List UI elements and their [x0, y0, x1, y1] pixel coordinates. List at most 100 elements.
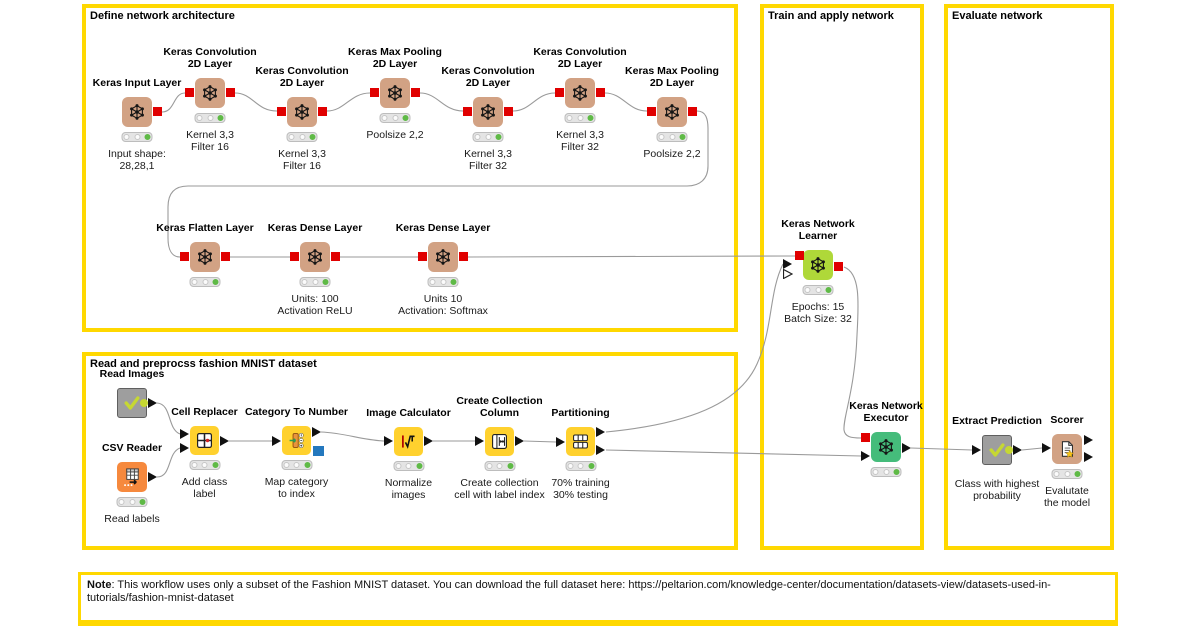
annotation-note[interactable]: Note: This workflow uses only a subset o…	[78, 572, 1118, 626]
node-keras-flatten[interactable]: Keras Flatten Layer	[156, 222, 254, 287]
node-title: Keras Network Executor	[849, 400, 923, 424]
input-port	[463, 107, 472, 116]
keras-network-icon	[473, 97, 503, 127]
node-title: Keras Dense Layer	[267, 221, 363, 234]
node-subtitle: Kernel 3,3 Filter 16	[278, 148, 326, 172]
node-title: Keras Input Layer	[92, 76, 182, 89]
training-data-input-port	[783, 259, 792, 269]
input-port	[1042, 443, 1051, 453]
note-label: Note	[87, 579, 112, 591]
node-subtitle: Class with highest probability	[954, 478, 1040, 502]
node-partitioning[interactable]: Partitioning 70% training 30% testing	[551, 407, 609, 501]
node-keras-convolution-3[interactable]: Keras Convolution 2D Layer Kernel 3,3 Fi…	[441, 65, 534, 172]
annotation-evaluate[interactable]: Evaluate network	[944, 4, 1114, 550]
input-port	[972, 445, 981, 455]
traffic-light	[189, 460, 220, 470]
input-port	[555, 88, 564, 97]
csv-table-icon	[117, 462, 147, 492]
node-create-collection-column[interactable]: Create Collection Column Create collecti…	[454, 395, 544, 501]
node-category-to-number[interactable]: Category To Number Map category to index	[245, 406, 348, 500]
input-port	[475, 436, 484, 446]
node-keras-network-learner[interactable]: Keras Network Learner Epochs: 15 Batch S…	[781, 218, 855, 325]
node-read-images[interactable]: Read Images	[100, 368, 164, 418]
node-keras-convolution-4[interactable]: Keras Convolution 2D Layer Kernel 3,3 Fi…	[533, 46, 626, 153]
node-title: Keras Convolution 2D Layer	[255, 65, 349, 89]
node-keras-max-pooling-1[interactable]: Keras Max Pooling 2D Layer Poolsize 2,2	[348, 46, 442, 141]
input-port	[180, 252, 189, 261]
traffic-light	[565, 461, 596, 471]
output-port	[148, 398, 157, 408]
output-port	[1013, 445, 1022, 455]
node-keras-dense-2[interactable]: Keras Dense Layer Units 10 Activation: S…	[396, 222, 491, 317]
keras-network-icon	[428, 242, 458, 272]
node-extract-prediction[interactable]: Extract Prediction Class with highest pr…	[952, 415, 1042, 502]
node-csv-reader[interactable]: CSV Reader Read labels	[102, 442, 162, 525]
image-calculator-icon	[394, 427, 423, 456]
node-title: CSV Reader	[101, 441, 163, 454]
node-title: Category To Number	[244, 405, 349, 418]
node-title: Keras Convolution 2D Layer	[533, 46, 627, 70]
input-port	[185, 88, 194, 97]
traffic-light	[484, 461, 515, 471]
output-port	[318, 107, 327, 116]
traffic-light	[121, 132, 153, 142]
node-subtitle: Input shape: 28,28,1	[108, 148, 166, 172]
node-title: Create Collection Column	[456, 395, 543, 419]
node-keras-max-pooling-2[interactable]: Keras Max Pooling 2D Layer Poolsize 2,2	[625, 65, 719, 160]
output-port	[688, 107, 697, 116]
keras-network-icon	[565, 78, 595, 108]
node-subtitle: Units 10 Activation: Softmax	[398, 293, 488, 317]
output-port	[459, 252, 468, 261]
node-title: Keras Dense Layer	[395, 221, 491, 234]
traffic-light	[1051, 469, 1083, 479]
annotation-title: Train and apply network	[768, 10, 894, 22]
keras-network-icon	[195, 78, 225, 108]
output-port	[148, 472, 157, 482]
traffic-light	[286, 132, 318, 142]
network-input-port	[861, 433, 870, 442]
create-collection-icon	[485, 427, 514, 456]
keras-network-icon	[657, 97, 687, 127]
output-port	[220, 436, 229, 446]
node-image-calculator[interactable]: Image Calculator Normalize images	[366, 407, 451, 501]
output-port	[331, 252, 340, 261]
input-port	[418, 252, 427, 261]
traffic-light	[472, 132, 504, 142]
input-port	[384, 436, 393, 446]
output-port	[504, 107, 513, 116]
node-subtitle: Map category to index	[264, 476, 329, 500]
input-port	[272, 436, 281, 446]
input-port-top	[180, 429, 189, 439]
keras-network-icon	[122, 97, 152, 127]
node-subtitle: Create collection cell with label index	[454, 477, 545, 501]
node-title: Keras Max Pooling 2D Layer	[348, 46, 442, 70]
node-subtitle: Evalutate the model	[1043, 485, 1091, 509]
output-port	[411, 88, 420, 97]
input-port	[290, 252, 299, 261]
node-keras-input-layer[interactable]: Keras Input Layer Input shape: 28,28,1	[93, 77, 182, 172]
annotation-title: Read and preprocss fashion MNIST dataset	[90, 358, 317, 370]
node-keras-convolution-1[interactable]: Keras Convolution 2D Layer Kernel 3,3 Fi…	[163, 46, 256, 153]
node-subtitle: Normalize images	[384, 477, 433, 501]
node-cell-replacer[interactable]: Cell Replacer Add class label	[171, 406, 238, 500]
node-keras-convolution-2[interactable]: Keras Convolution 2D Layer Kernel 3,3 Fi…	[255, 65, 348, 172]
node-scorer[interactable]: Scorer Evalutate the model	[1042, 414, 1093, 509]
node-subtitle: 70% training 30% testing	[551, 477, 610, 501]
node-subtitle: Poolsize 2,2	[366, 129, 424, 141]
input-port	[370, 88, 379, 97]
node-keras-dense-1[interactable]: Keras Dense Layer Units: 100 Activation …	[268, 222, 363, 317]
node-keras-network-executor[interactable]: Keras Network Executor	[849, 400, 923, 477]
node-title: Read Images	[99, 367, 165, 380]
output-port	[424, 436, 433, 446]
node-subtitle: Poolsize 2,2	[643, 148, 701, 160]
traffic-light	[299, 277, 331, 287]
node-title: Cell Replacer	[171, 405, 238, 418]
annotation-title: Define network architecture	[90, 10, 235, 22]
output-port-top	[596, 427, 605, 437]
keras-network-icon	[380, 78, 410, 108]
traffic-light	[870, 467, 902, 477]
output-port	[312, 427, 321, 437]
output-port	[515, 436, 524, 446]
input-port	[556, 437, 565, 447]
node-title: Image Calculator	[366, 406, 451, 419]
